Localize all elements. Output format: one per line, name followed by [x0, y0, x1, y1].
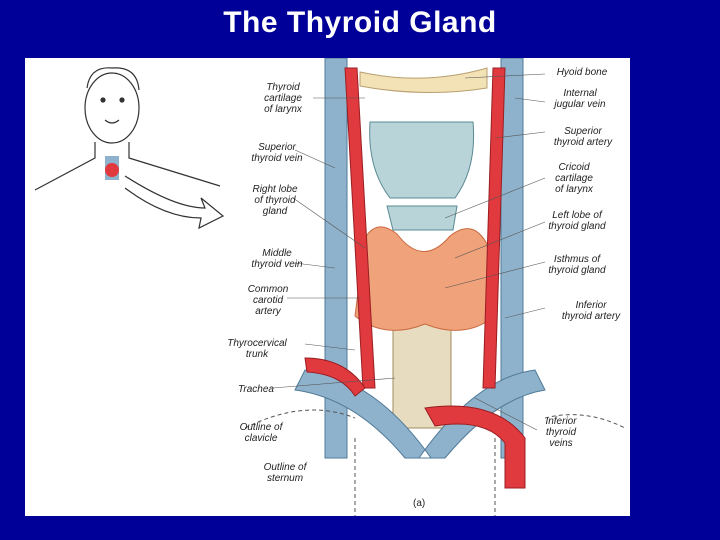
internal-jugular-vein — [324, 58, 348, 459]
label-right-lobe: Right lobe of thyroid gland — [252, 184, 298, 217]
label-cricoid-cartilage: Cricoid cartilage of larynx — [555, 162, 593, 195]
clavicle-outline — [244, 409, 626, 429]
label-left-lobe: Left lobe of thyroid gland — [548, 210, 606, 232]
label-outline-sternum: Outline of sternum — [263, 462, 307, 484]
label-superior-thyroid-vein: Superior thyroid vein — [251, 142, 303, 164]
label-trachea: Trachea — [238, 384, 274, 395]
label-middle-thyroid-vein: Middle thyroid vein — [251, 248, 303, 270]
label-inferior-thyroid-artery: Inferior thyroid artery — [561, 300, 621, 322]
common-carotid-artery — [344, 67, 376, 389]
label-outline-clavicle: Outline of clavicle — [239, 422, 283, 444]
label-isthmus: Isthmus of thyroid gland — [548, 254, 606, 276]
panel-label: (a) — [413, 498, 426, 509]
trachea-shape — [392, 317, 452, 429]
hyoid-bone — [359, 67, 488, 94]
label-thyrocervical-trunk: Thyrocervical trunk — [227, 338, 287, 360]
label-inferior-thyroid-veins: Inferior thyroid veins — [545, 416, 577, 449]
label-thyroid-cartilage: Thyroid cartilage of larynx — [264, 82, 302, 115]
figure-panel: Thyroid cartilage of larynx Superior thy… — [25, 58, 630, 516]
thyroid-lobes — [354, 226, 496, 331]
thyroid-anatomy-illustration — [34, 58, 626, 516]
cricoid-cartilage — [386, 205, 458, 231]
label-hyoid-bone: Hyoid bone — [556, 67, 608, 78]
leader-lines — [272, 73, 546, 431]
thyroid-cartilage — [369, 121, 475, 199]
label-internal-jugular-vein: Internal jugular vein — [554, 88, 606, 110]
slide-title: The Thyroid Gland — [223, 6, 497, 39]
label-common-carotid-artery: Common carotid artery — [247, 284, 289, 317]
aortic-arch — [424, 405, 526, 489]
head-outline-sketch — [34, 67, 225, 230]
label-superior-thyroid-artery: Superior thyroid artery — [553, 126, 613, 148]
sternum-outline — [354, 438, 496, 516]
